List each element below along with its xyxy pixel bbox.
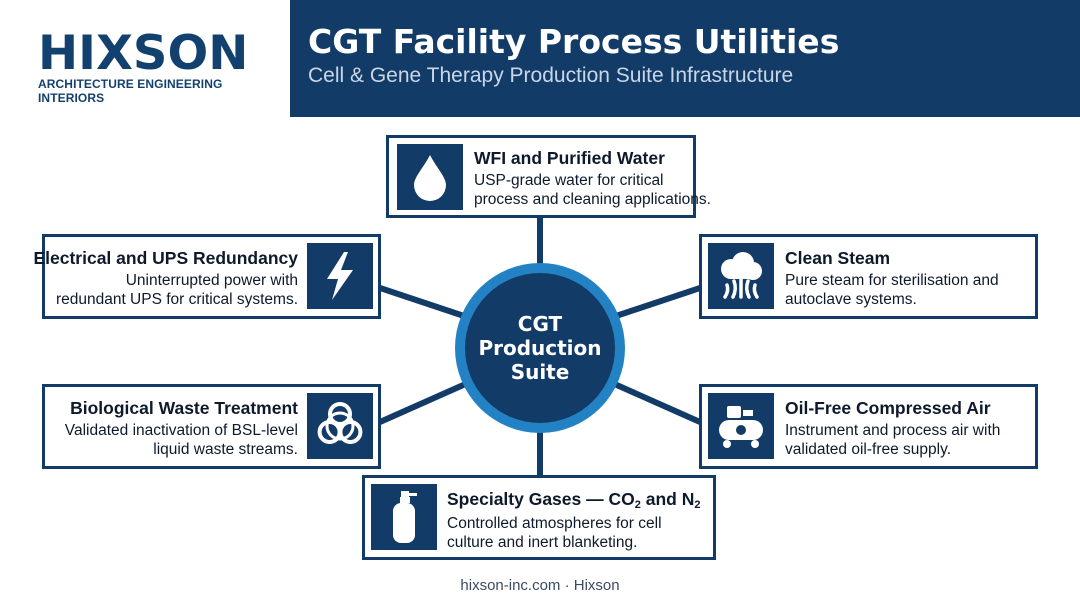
utility-card-gases: Specialty Gases — CO2 and N2 Controlled … xyxy=(362,475,716,560)
connector-electrical xyxy=(379,285,471,321)
page-subtitle: Cell & Gene Therapy Production Suite Inf… xyxy=(308,64,794,87)
card-title-prefix: Specialty Gases — CO xyxy=(447,489,635,509)
card-desc-line2: culture and inert blanketing. xyxy=(447,534,638,551)
connector-steam xyxy=(609,285,701,321)
card-title: Oil-Free Compressed Air xyxy=(785,398,991,418)
steam-cloud-icon xyxy=(708,243,774,309)
card-title-sub-co2: 2 xyxy=(634,499,641,511)
card-title: Biological Waste Treatment xyxy=(70,398,298,418)
page-title: CGT Facility Process Utilities xyxy=(308,22,840,61)
card-desc-line2: liquid waste streams. xyxy=(153,441,298,458)
card-desc-line1: Controlled atmospheres for cell xyxy=(447,515,662,532)
air-compressor-icon xyxy=(708,393,774,459)
biohazard-icon xyxy=(307,393,373,459)
card-desc-line1: USP-grade water for critical xyxy=(474,172,664,189)
brand-name: HIXSON xyxy=(38,26,249,81)
lightning-bolt-icon xyxy=(307,243,373,309)
card-desc-line1: Uninterrupted power with xyxy=(125,272,298,289)
card-desc-line2: process and cleaning applications. xyxy=(474,191,711,208)
card-title: Clean Steam xyxy=(785,248,891,268)
utility-card-air: Oil-Free Compressed Air Instrument and p… xyxy=(699,384,1038,469)
card-title: Electrical and UPS Redundancy xyxy=(33,248,298,268)
water-drop-icon xyxy=(397,144,463,210)
card-desc-line2: redundant UPS for critical systems. xyxy=(55,291,298,308)
brand-logo: HIXSON ARCHITECTURE ENGINEERING INTERIOR… xyxy=(38,30,278,105)
card-desc-line2: autoclave systems. xyxy=(785,291,917,308)
gas-cylinder-icon xyxy=(371,484,437,550)
connector-waste xyxy=(378,379,472,425)
card-title-sub-n2: 2 xyxy=(694,499,701,511)
card-title: Specialty Gases — CO2 and N2 xyxy=(447,489,701,511)
connector-air xyxy=(608,379,702,425)
utility-card-waste: Biological Waste Treatment Validated ina… xyxy=(42,384,381,469)
card-desc-line1: Pure steam for sterilisation and xyxy=(785,272,999,289)
card-title: WFI and Purified Water xyxy=(474,148,665,168)
card-desc-line2: validated oil-free supply. xyxy=(785,441,951,458)
utility-card-wfi: WFI and Purified Water USP-grade water f… xyxy=(386,135,711,218)
brand-tagline: ARCHITECTURE ENGINEERING INTERIORS xyxy=(38,77,223,105)
hub-center: CGT Production Suite xyxy=(465,273,615,423)
hub-label: CGT Production Suite xyxy=(478,312,602,384)
header-band xyxy=(290,0,1080,117)
card-title-mid: and N xyxy=(640,489,695,509)
footer-credit: hixson-inc.com · Hixson xyxy=(460,577,620,594)
utility-card-steam: Clean Steam Pure steam for sterilisation… xyxy=(699,234,1038,319)
utility-card-electrical: Electrical and UPS Redundancy Uninterrup… xyxy=(33,234,381,319)
card-desc-line1: Validated inactivation of BSL-level xyxy=(64,422,298,439)
card-desc-line1: Instrument and process air with xyxy=(785,422,1001,439)
